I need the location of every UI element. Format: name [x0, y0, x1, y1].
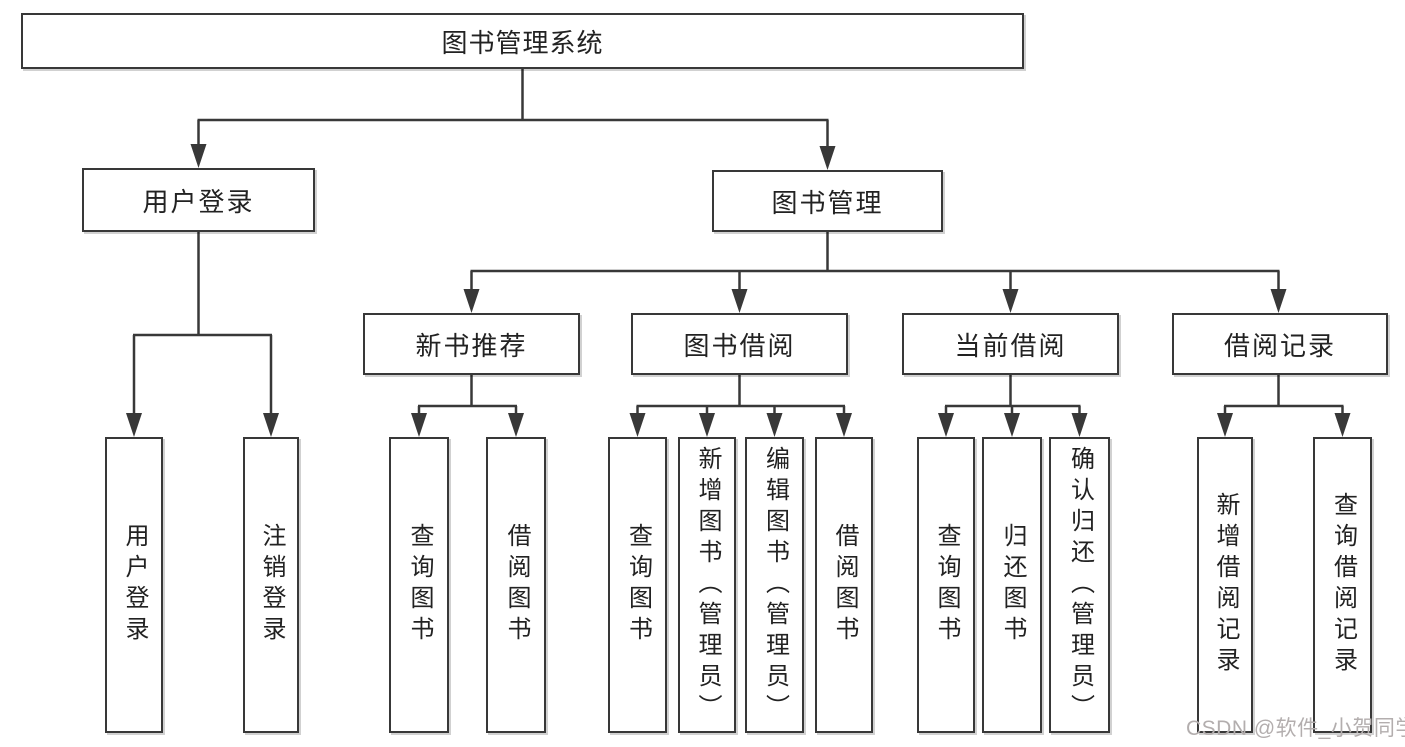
arrow-down-icon [836, 413, 852, 437]
node-book-management-label: 图书管理 [771, 187, 884, 218]
arrow-down-icon [731, 289, 748, 313]
node-current-borrow: 当前借阅 [902, 313, 1119, 375]
arrow-down-icon [126, 413, 142, 437]
leaf-borrow-book: 借阅图书 [815, 437, 873, 733]
node-user-login-label: 用户登录 [142, 186, 255, 217]
node-borrow-record-label: 借阅记录 [1223, 330, 1336, 361]
leaf-return-book-label: 归还图书 [999, 523, 1026, 647]
arrow-down-icon [463, 289, 480, 313]
watermark: CSDN @软件_小贺同学 [1186, 717, 1405, 740]
arrow-down-icon [819, 146, 836, 170]
arrow-down-icon [1334, 413, 1351, 437]
leaf-recommend-borrow-book: 借阅图书 [486, 437, 546, 733]
leaf-borrow-query-book: 查询图书 [608, 437, 667, 733]
node-book-management: 图书管理 [712, 170, 943, 232]
leaf-logout: 注销登录 [243, 437, 299, 733]
leaf-add-book-admin: 新增图书（管理员） [678, 437, 736, 733]
arrow-down-icon [1002, 289, 1019, 313]
leaf-recommend-borrow-book-label: 借阅图书 [503, 523, 530, 647]
leaf-add-borrow-record-label: 新增借阅记录 [1212, 492, 1239, 678]
arrow-down-icon [1071, 413, 1088, 437]
node-user-login: 用户登录 [82, 168, 315, 232]
leaf-recommend-query-book-label: 查询图书 [406, 523, 433, 647]
leaf-user-login-label: 用户登录 [121, 523, 148, 647]
arrow-down-icon [699, 413, 715, 437]
arrow-down-icon [508, 413, 524, 437]
node-current-borrow-label: 当前借阅 [954, 330, 1067, 361]
leaf-recommend-query-book: 查询图书 [389, 437, 449, 733]
arrow-down-icon [938, 413, 954, 437]
arrow-down-icon [1004, 413, 1020, 437]
leaf-logout-label: 注销登录 [258, 523, 285, 647]
arrow-down-icon [411, 413, 427, 437]
leaf-query-borrow-record: 查询借阅记录 [1313, 437, 1372, 733]
node-root: 图书管理系统 [21, 13, 1024, 69]
node-borrow-record: 借阅记录 [1172, 313, 1388, 375]
leaf-borrow-book-label: 借阅图书 [831, 523, 858, 647]
node-book-borrow: 图书借阅 [631, 313, 848, 375]
leaf-add-borrow-record: 新增借阅记录 [1197, 437, 1253, 733]
arrow-down-icon [766, 413, 783, 437]
arrow-down-icon [190, 144, 207, 168]
leaf-confirm-return-admin-label: 确认归还（管理员） [1066, 445, 1094, 725]
leaf-edit-book-admin-label: 编辑图书（管理员） [761, 445, 789, 725]
leaf-query-borrow-record-label: 查询借阅记录 [1329, 492, 1357, 678]
leaf-current-query-book-label: 查询图书 [933, 523, 960, 647]
node-book-borrow-label: 图书借阅 [683, 330, 796, 361]
leaf-current-query-book: 查询图书 [917, 437, 975, 733]
leaf-add-book-admin-label: 新增图书（管理员） [694, 445, 721, 725]
node-new-book-recommend: 新书推荐 [363, 313, 580, 375]
leaf-borrow-query-book-label: 查询图书 [624, 523, 652, 647]
leaf-return-book: 归还图书 [982, 437, 1042, 733]
arrow-down-icon [1270, 289, 1287, 313]
leaf-user-login: 用户登录 [105, 437, 163, 733]
arrow-down-icon [1217, 413, 1233, 437]
node-root-label: 图书管理系统 [441, 27, 604, 58]
leaf-confirm-return-admin: 确认归还（管理员） [1049, 437, 1110, 733]
node-new-book-recommend-label: 新书推荐 [415, 330, 528, 361]
leaf-edit-book-admin: 编辑图书（管理员） [745, 437, 804, 733]
arrow-down-icon [263, 413, 279, 437]
arrow-down-icon [629, 413, 646, 437]
